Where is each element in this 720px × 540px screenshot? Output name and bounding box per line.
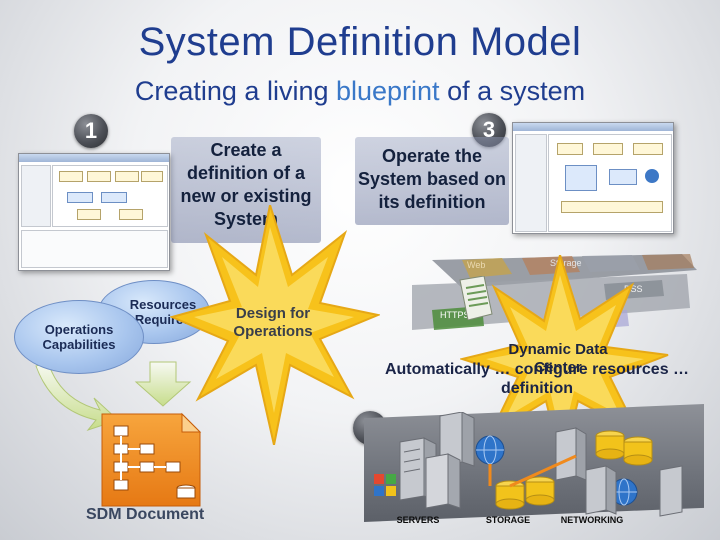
windows-logo-icon bbox=[374, 474, 396, 496]
storage-label: STORAGE bbox=[485, 515, 531, 525]
servers-label: SERVERS bbox=[396, 515, 440, 525]
subtitle-post: of a system bbox=[439, 76, 586, 106]
designer-screenshot bbox=[18, 153, 170, 271]
subtitle-pre: Creating a living bbox=[134, 76, 336, 106]
step-1-panel: Create a definition of a new or existing… bbox=[171, 137, 321, 243]
sdm-document-label: SDM Document bbox=[86, 506, 205, 523]
dynamic-data-center-label: Dynamic Data Center bbox=[508, 341, 608, 376]
networking-label: NETWORKING bbox=[560, 515, 624, 525]
layer-label-dss: DSS bbox=[624, 284, 643, 294]
slide-title: System Definition Model bbox=[138, 20, 582, 64]
slide-subtitle: Creating a living blueprint of a system bbox=[0, 76, 720, 107]
down-arrow-left bbox=[35, 361, 119, 432]
layer-label-https: HTTPS bbox=[440, 310, 470, 320]
screenshot-titlebar bbox=[19, 154, 169, 162]
server-icon bbox=[399, 412, 475, 509]
datacenter-devices bbox=[374, 412, 683, 517]
network-rack-icon bbox=[555, 427, 683, 517]
down-arrow-center bbox=[134, 361, 192, 407]
operations-capabilities-bubble: Operations Capabilities bbox=[14, 300, 144, 374]
design-star bbox=[170, 205, 380, 445]
step-3-panel: Operate the System based on its definiti… bbox=[355, 137, 509, 225]
automation-text: Automatically … configure resources … de… bbox=[384, 361, 690, 397]
globe-icon bbox=[475, 435, 505, 465]
subtitle-highlight: blueprint bbox=[335, 76, 440, 106]
layer-label-web: Web bbox=[467, 260, 486, 270]
storage-icon bbox=[495, 430, 653, 510]
layer-label-storage: Storage bbox=[550, 258, 582, 268]
operations-screenshot bbox=[512, 122, 674, 234]
screenshot-titlebar bbox=[513, 123, 673, 131]
design-for-operations-label: Design for Operations bbox=[233, 305, 313, 340]
flow-node-icon bbox=[645, 169, 659, 183]
step-1-badge: 1 bbox=[74, 114, 108, 148]
document-icon bbox=[459, 276, 493, 320]
sdm-document-icon bbox=[101, 412, 202, 507]
